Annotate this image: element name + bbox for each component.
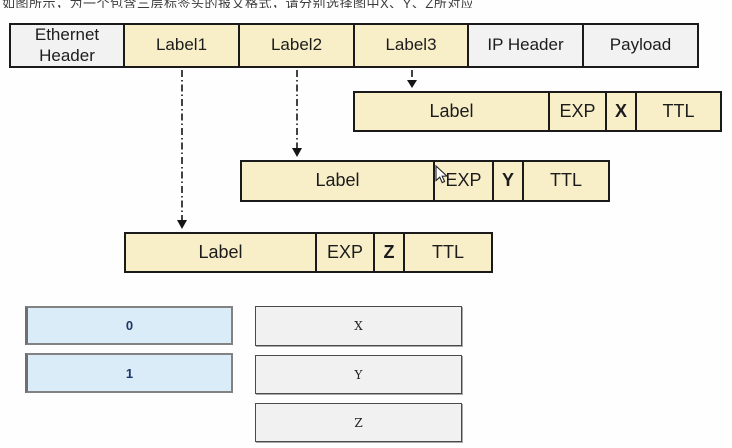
s-bit-field-z[interactable]: Z (375, 234, 405, 271)
exp-field: EXP (550, 93, 607, 130)
label-header-row-x: Label EXP X TTL (353, 91, 722, 132)
option-target-x[interactable]: X (255, 306, 462, 346)
label-field: Label (126, 234, 317, 271)
exp-field: EXP (435, 162, 494, 200)
packet-structure-row: Ethernet Header Label1 Label2 Label3 IP … (9, 23, 699, 68)
packet-cell-ethernet-header: Ethernet Header (11, 25, 125, 66)
packet-cell-label3: Label3 (355, 25, 469, 66)
packet-cell-ip-header: IP Header (469, 25, 584, 66)
packet-cell-label1: Label1 (125, 25, 240, 66)
s-bit-field-x[interactable]: X (607, 93, 637, 130)
option-value-1[interactable]: 1 (25, 353, 233, 393)
question-text-clipped: 如图所示，为一个包含三层标签头的报文格式，请分别选择图中X、Y、Z所对应的取值。 (2, 0, 472, 8)
label-header-row-y: Label EXP Y TTL (240, 160, 610, 202)
ttl-field: TTL (549, 170, 582, 191)
option-target-z[interactable]: Z (255, 403, 462, 442)
dashed-down-arrow-icon (292, 70, 302, 157)
exp-field: EXP (317, 234, 375, 271)
label-field: Label (242, 162, 435, 200)
question-text: 如图所示，为一个包含三层标签头的报文格式，请分别选择图中X、Y、Z所对应的取值。 (2, 0, 472, 8)
option-target-y[interactable]: Y (255, 355, 462, 394)
dashed-down-arrow-icon (407, 70, 417, 88)
dashed-down-arrow-icon (177, 70, 187, 229)
ttl-field: TTL (431, 241, 464, 262)
option-value-0[interactable]: 0 (25, 306, 233, 345)
packet-cell-label2: Label2 (240, 25, 355, 66)
packet-cell-payload: Payload (584, 25, 697, 66)
s-bit-field-y[interactable]: Y (494, 162, 524, 200)
label-field: Label (355, 93, 550, 130)
ttl-field: TTL (662, 100, 695, 121)
label-header-row-z: Label EXP Z TTL (124, 232, 493, 273)
